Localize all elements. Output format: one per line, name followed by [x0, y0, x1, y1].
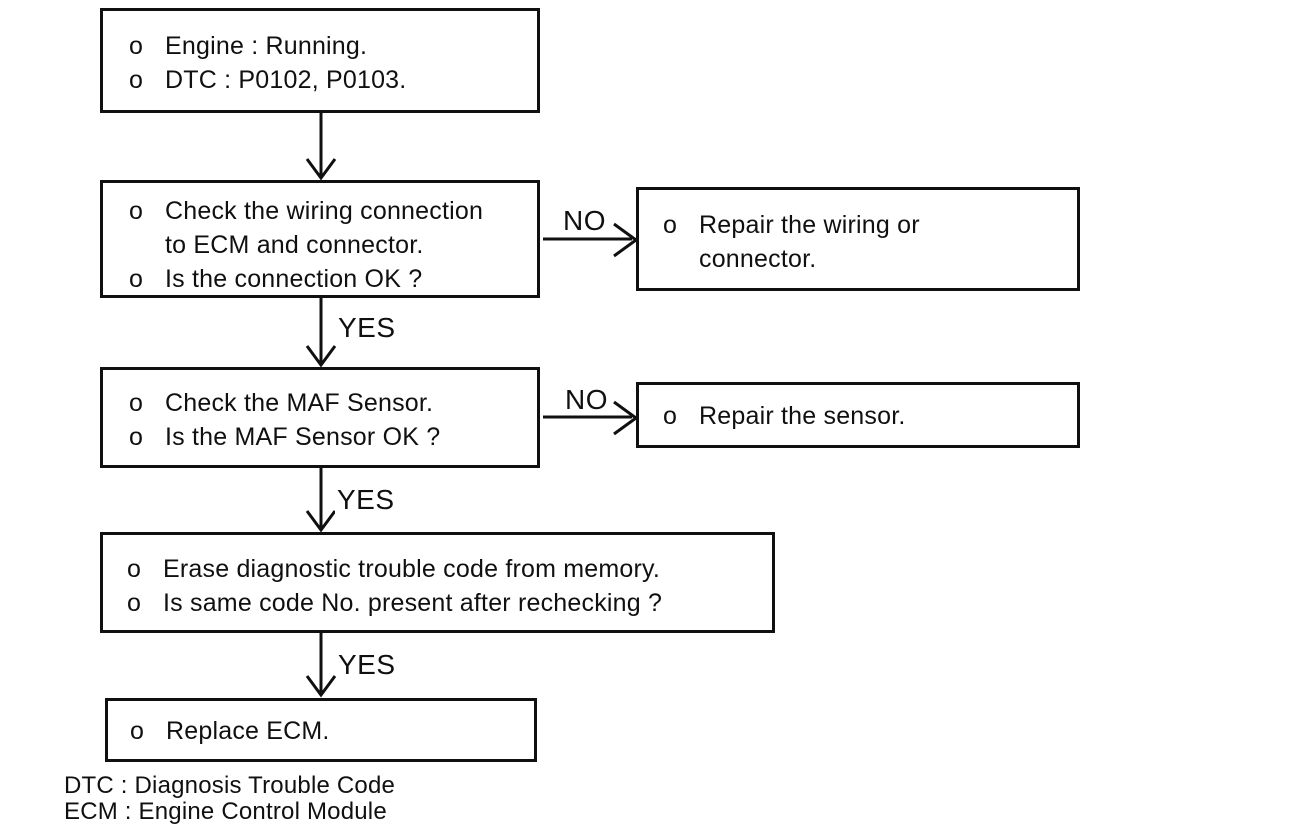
- erase-code-box: o Erase diagnostic trouble code from mem…: [100, 532, 775, 633]
- list-item: o DTC : P0102, P0103.: [129, 63, 529, 97]
- bullet-marker: o: [129, 32, 144, 60]
- bullet-marker: o: [127, 555, 142, 583]
- arrow-check-maf-yes-down: [305, 468, 337, 533]
- list-item: o Repair the sensor.: [663, 399, 1069, 433]
- check-wiring-line-1: Check the wiring connection to ECM and c…: [165, 197, 484, 259]
- check-maf-line-1: Check the MAF Sensor.: [165, 389, 434, 417]
- list-item: o Check the MAF Sensor.: [129, 386, 529, 420]
- check-wiring-line-2: Is the connection OK ?: [165, 265, 423, 293]
- check-maf-line-2: Is the MAF Sensor OK ?: [165, 423, 441, 451]
- arrow-erase-yes-down: [305, 633, 337, 698]
- bullet-marker: o: [130, 717, 145, 745]
- erase-code-line-2: Is same code No. present after recheckin…: [163, 589, 663, 617]
- bullet-marker: o: [129, 265, 144, 293]
- replace-ecm-box: o Replace ECM.: [105, 698, 537, 762]
- arrow-check-wiring-yes-down: [305, 298, 337, 368]
- start-box: o Engine : Running. o DTC : P0102, P0103…: [100, 8, 540, 113]
- list-item: o Erase diagnostic trouble code from mem…: [127, 552, 764, 586]
- legend-dtc: DTC : Diagnosis Trouble Code: [64, 772, 396, 799]
- bullet-marker: o: [129, 389, 144, 417]
- no-label-check-wiring: NO: [561, 205, 608, 236]
- list-item: o Check the wiring connection to ECM and…: [129, 194, 529, 262]
- bullet-marker: o: [129, 197, 144, 225]
- bullet-marker: o: [129, 66, 144, 94]
- repair-sensor-line-1: Repair the sensor.: [699, 402, 906, 430]
- yes-label-check-wiring: YES: [336, 312, 398, 343]
- list-item: o Is the connection OK ?: [129, 262, 529, 296]
- bullet-marker: o: [127, 589, 142, 617]
- yes-label-erase-code: YES: [336, 649, 398, 680]
- erase-code-line-1: Erase diagnostic trouble code from memor…: [163, 555, 661, 583]
- start-line-2: DTC : P0102, P0103.: [165, 66, 407, 94]
- bullet-marker: o: [663, 402, 678, 430]
- bullet-marker: o: [663, 211, 678, 239]
- repair-sensor-box: o Repair the sensor.: [636, 382, 1080, 448]
- check-maf-box: o Check the MAF Sensor. o Is the MAF Sen…: [100, 367, 540, 468]
- arrow-start-to-check-wiring: [305, 113, 337, 181]
- no-label-check-maf: NO: [563, 384, 610, 415]
- repair-wiring-box: o Repair the wiring or connector.: [636, 187, 1080, 291]
- replace-ecm-line-1: Replace ECM.: [166, 717, 330, 745]
- yes-label-check-maf: YES: [335, 484, 397, 515]
- start-line-1: Engine : Running.: [165, 32, 368, 60]
- legend-ecm: ECM : Engine Control Module: [64, 798, 387, 825]
- check-wiring-box: o Check the wiring connection to ECM and…: [100, 180, 540, 298]
- list-item: o Is the MAF Sensor OK ?: [129, 420, 529, 454]
- list-item: o Replace ECM.: [130, 714, 526, 748]
- repair-wiring-line-1: Repair the wiring or connector.: [699, 211, 920, 273]
- bullet-marker: o: [129, 423, 144, 451]
- list-item: o Repair the wiring or connector.: [663, 208, 1069, 276]
- list-item: o Engine : Running.: [129, 29, 529, 63]
- list-item: o Is same code No. present after recheck…: [127, 586, 764, 620]
